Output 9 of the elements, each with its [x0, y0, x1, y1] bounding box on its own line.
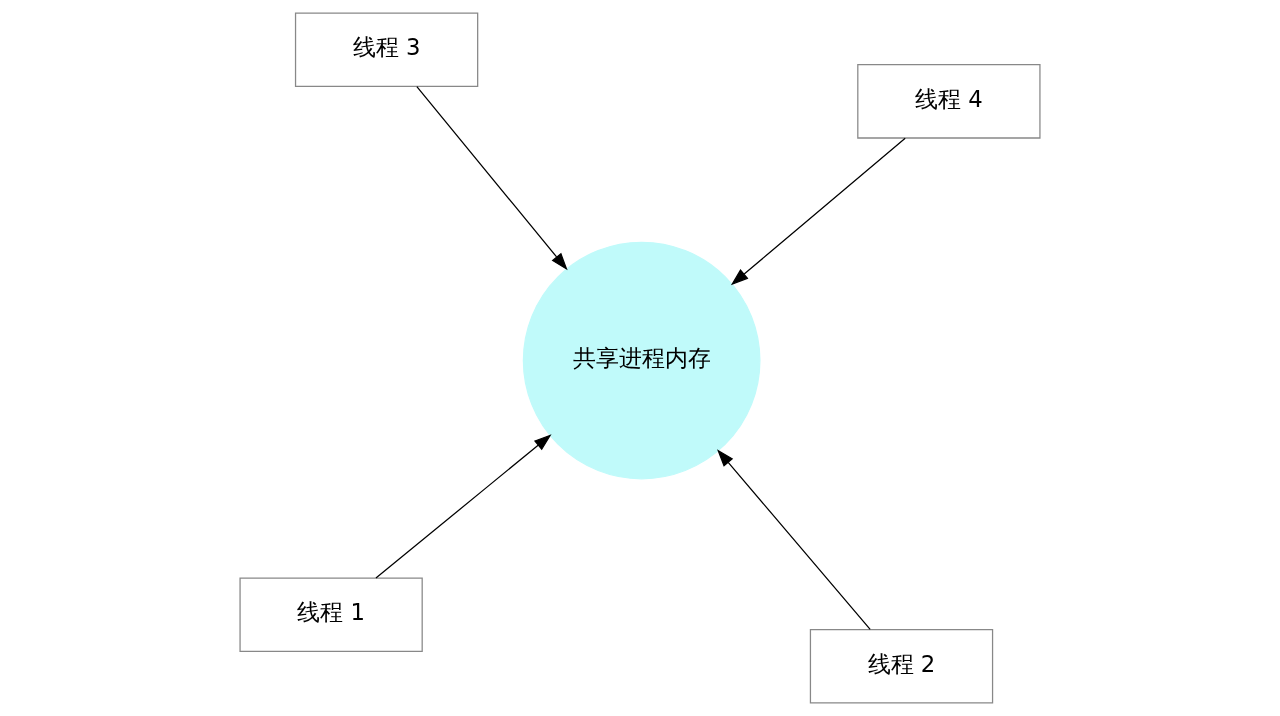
node-box: 线程 3: [294, 12, 479, 88]
arrow: [416, 86, 568, 271]
arrow: [730, 137, 906, 286]
node-box: 线程 4: [857, 64, 1041, 139]
arrow: [717, 449, 871, 630]
node-box: 线程 1: [239, 577, 423, 652]
arrow: [375, 434, 552, 579]
node-box: 线程 2: [809, 628, 994, 704]
node-circle: 共享进程内存: [522, 241, 761, 480]
